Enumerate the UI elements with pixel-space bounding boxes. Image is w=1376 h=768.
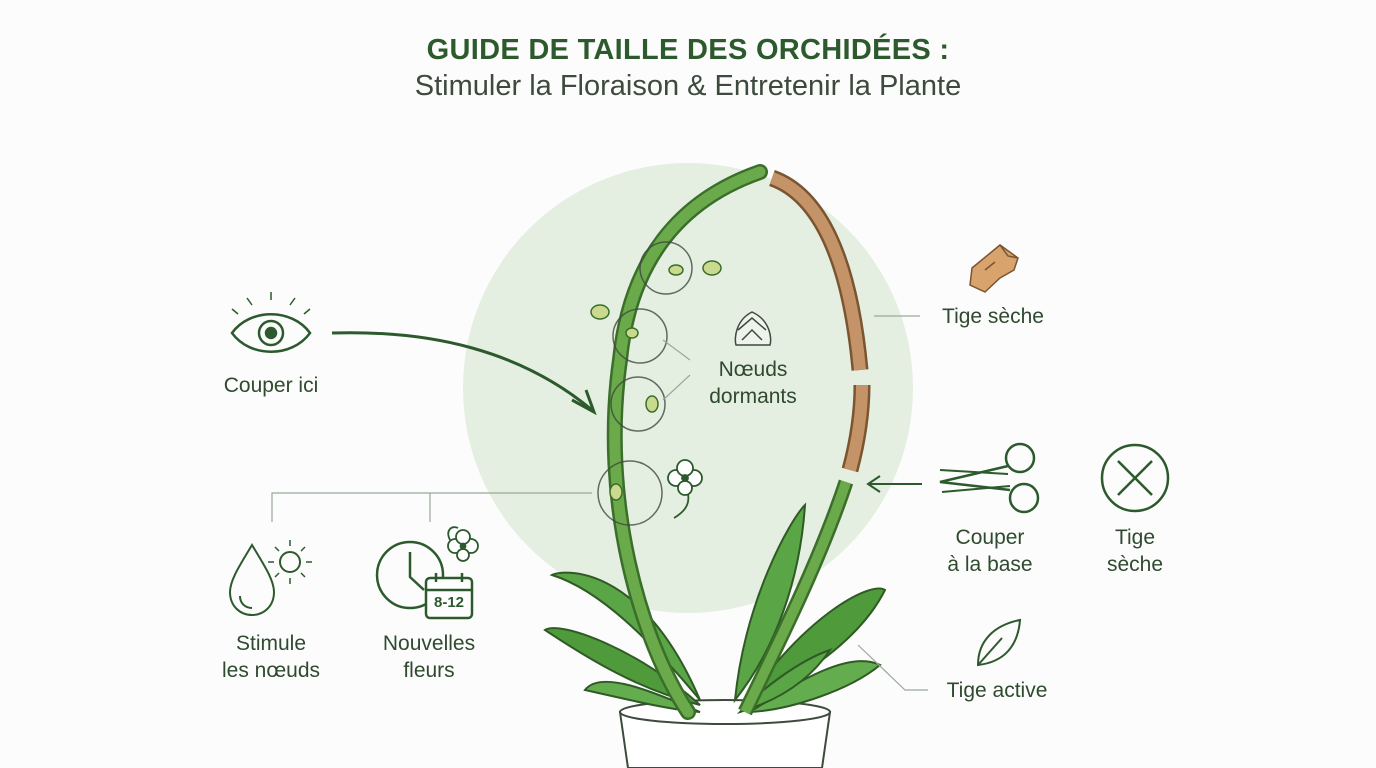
label-stimulate: Stimule les nœuds	[205, 630, 337, 684]
label-dormant-nodes-line1: Nœuds	[718, 358, 788, 381]
label-cut-base-line1: Couper	[955, 526, 1025, 549]
scissors-icon	[939, 442, 1040, 514]
wood-icon	[969, 244, 1019, 293]
pot	[618, 699, 832, 768]
leaf-icon	[976, 618, 1022, 667]
drop-sun-icon	[228, 540, 312, 617]
node-circles	[597, 241, 693, 526]
cut-base-arrow	[866, 475, 922, 493]
label-cut-base: Couper à la base	[928, 524, 1052, 578]
label-cut-base-line2: à la base	[947, 553, 1033, 576]
clock-calendar-icon	[375, 540, 474, 620]
orchid-flower-icon	[667, 459, 703, 519]
label-stimulate-line1: Stimule	[235, 632, 307, 655]
page-title: GUIDE DE TAILLE DES ORCHIDÉES :	[426, 34, 950, 66]
page-subtitle: Stimuler la Floraison & Entretenir la Pl…	[414, 70, 962, 102]
background-circle	[463, 163, 913, 613]
label-dry-stem-x: Tige sèche	[1090, 524, 1180, 578]
active-stem-leader	[857, 644, 928, 691]
label-dormant-nodes: Nœuds dormants	[690, 356, 816, 410]
eye-icon	[230, 292, 312, 353]
bud-icon	[734, 311, 772, 346]
tree-line	[271, 492, 592, 522]
label-dry-stem: Tige sèche	[942, 305, 1044, 328]
label-dry-stem-x-line2: sèche	[1106, 553, 1164, 576]
cut-here-arrow	[331, 331, 597, 416]
label-stimulate-line2: les nœuds	[221, 659, 321, 682]
orchid-flower-icon-small	[447, 526, 479, 562]
label-dry-stem-x-line1: Tige	[1114, 526, 1156, 549]
stem-buds	[590, 260, 722, 501]
label-new-flowers-line1: Nouvelles	[382, 632, 476, 655]
label-dormant-nodes-line2: dormants	[709, 385, 797, 408]
label-new-flowers-line2: fleurs	[403, 659, 455, 682]
dry-stem	[768, 169, 871, 473]
label-new-flowers: Nouvelles fleurs	[364, 630, 494, 684]
label-active-stem: Tige active	[946, 679, 1048, 702]
calendar-value: 8-12	[433, 594, 465, 611]
x-circle-icon	[1100, 443, 1170, 513]
label-cut-here: Couper ici	[223, 374, 319, 397]
